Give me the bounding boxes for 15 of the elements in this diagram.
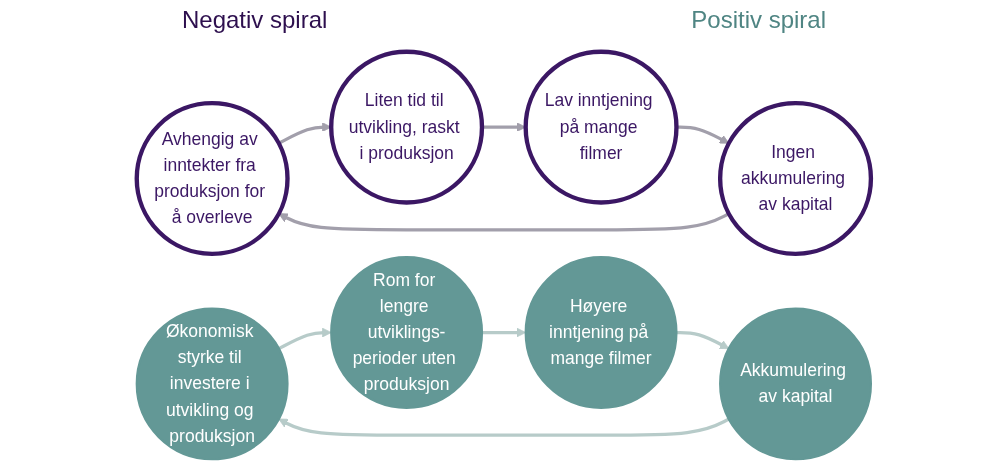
node-circle: Rom for lengre utviklings-perioder uten produksjon (330, 255, 484, 409)
spiral-heading: Negativ spiral (181, 6, 328, 34)
node-circle: Liten tid til utvikling, raskt i produksjon (329, 49, 485, 205)
node-circle: Høyere inntjening på mange filmer (524, 255, 678, 409)
arrow (482, 327, 527, 337)
node-circle: Lav inntjening på mange filmer (523, 49, 679, 205)
arrow (278, 417, 730, 437)
spiral-heading: Positiv spiral (691, 6, 827, 34)
node-circle: Avhengig av inntekter fra produksjon for å overleve (134, 100, 290, 256)
node-circle: Økonomisk styrke til investere i utvikling og produksjon (135, 306, 289, 460)
node-circle: Akkumulering av kapital (719, 306, 873, 460)
arrow (676, 330, 730, 349)
arrow (278, 327, 332, 350)
arrow (278, 211, 730, 231)
node-circle: Ingen akkumulering av kapital (718, 100, 874, 256)
